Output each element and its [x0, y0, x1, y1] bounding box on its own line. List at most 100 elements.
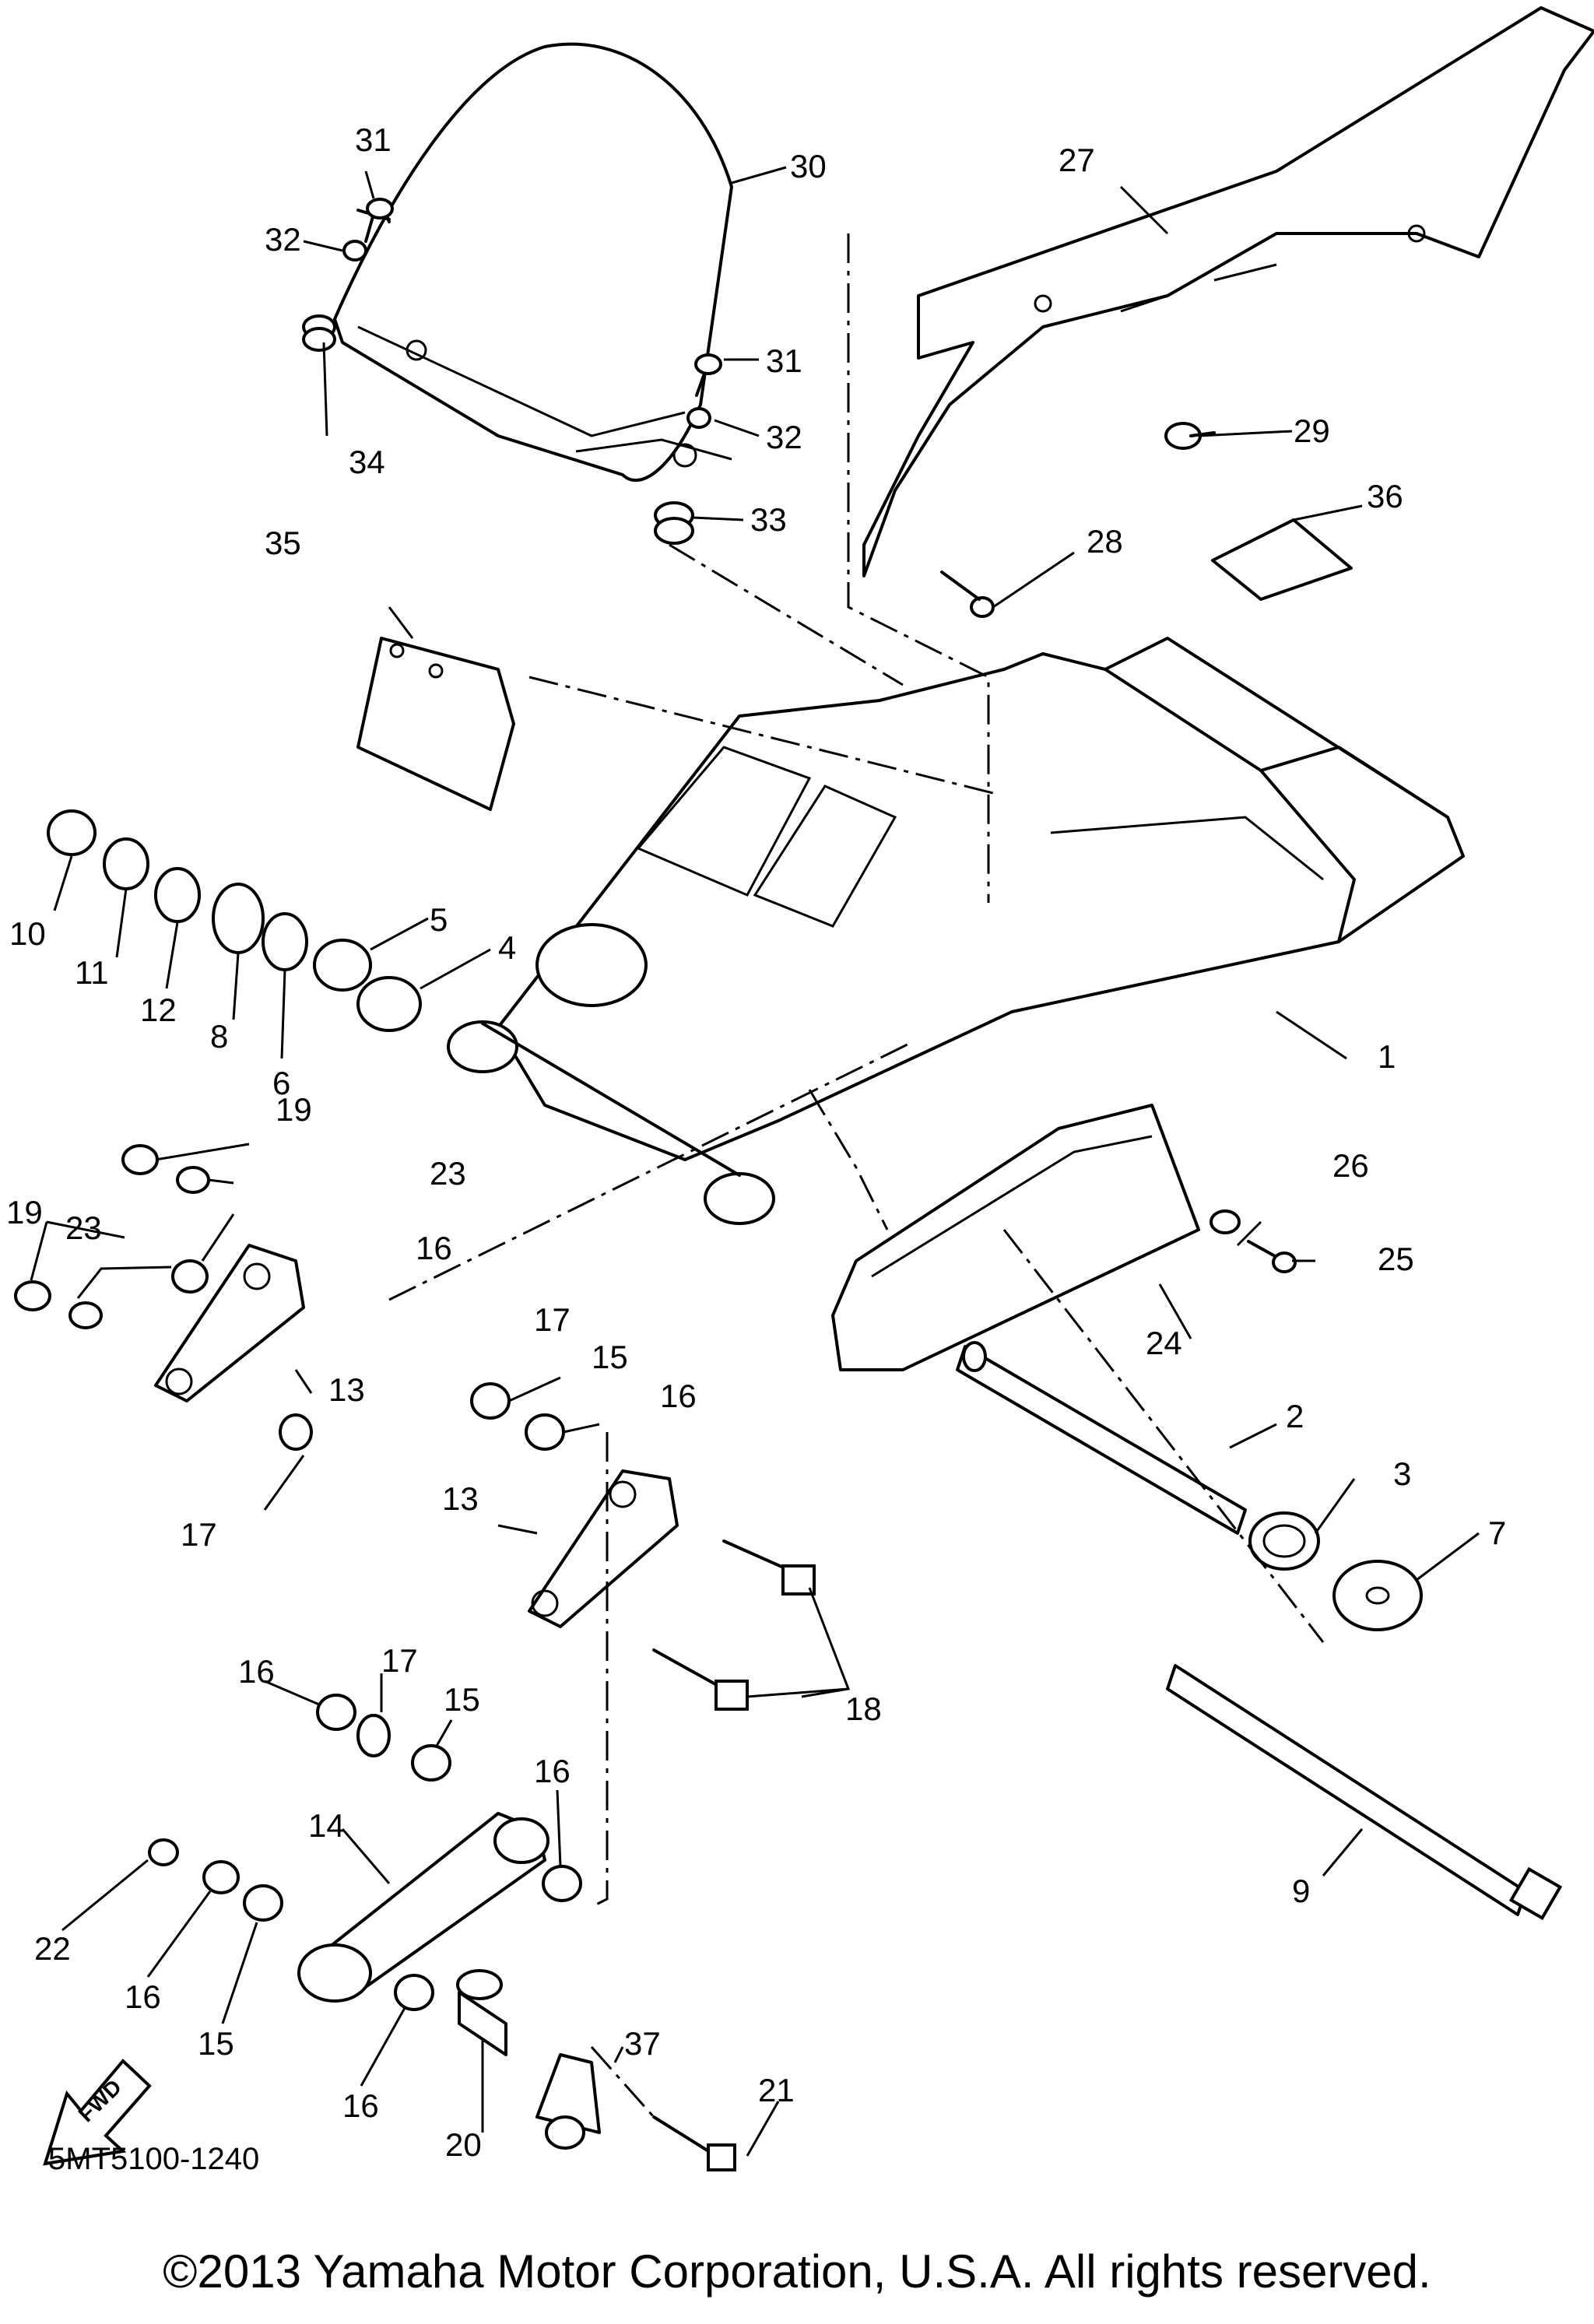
chain-guard-bolt: [1164, 422, 1216, 450]
chain-slider-collar: [1210, 1209, 1241, 1234]
callout-18: 18: [845, 1690, 882, 1727]
callout-37: 37: [624, 2025, 661, 2062]
relay-seal-mid: [525, 1413, 565, 1451]
alignment-lines: [388, 233, 1325, 2118]
rod-collar-lower: [456, 1969, 507, 2056]
chain-slider-screw: [1247, 1240, 1297, 1273]
callout-11: 11: [75, 954, 109, 991]
callout-16: 16: [534, 1753, 571, 1789]
relay-bearing: [470, 1382, 511, 1420]
pivot-bearing: [1248, 1511, 1320, 1571]
chain-slider: [831, 1104, 1200, 1371]
rod-collar-upper: [356, 1714, 391, 1757]
chain-guard: [862, 6, 1594, 577]
fender-screw-upper: [342, 198, 394, 262]
relay-oil-seal: [171, 1259, 209, 1294]
pivot-cap: [1332, 1560, 1423, 1631]
callout-20: 20: [445, 2126, 482, 2163]
rod-bracket: [535, 2053, 601, 2150]
callout-numbers: 31 32 30 34 31 32 33 27 29 28 36 35 10 1…: [6, 121, 1506, 2163]
rod-bearing-upper: [411, 1744, 451, 1782]
pivot-collar: [262, 912, 308, 971]
copyright-notice: ©2013 Yamaha Motor Corporation, U.S.A. A…: [163, 2245, 1431, 2298]
callout-31: 31: [355, 121, 391, 158]
pivot-thrust-washer: [313, 939, 372, 992]
callout-2: 2: [1286, 1398, 1304, 1434]
callout-16: 16: [125, 1978, 161, 2015]
label-plate: [1211, 518, 1353, 601]
rod-seal-upper-left: [316, 1694, 356, 1731]
relay-bolt-upper: [722, 1539, 816, 1596]
callout-13: 13: [442, 1480, 479, 1517]
callout-4: 4: [498, 929, 516, 966]
pivot-shaft: [956, 1341, 1247, 1535]
callout-19: 19: [276, 1091, 312, 1128]
callout-17: 17: [534, 1301, 571, 1338]
rod-seal-lower: [394, 1974, 434, 2011]
rod-bolt: [652, 2115, 736, 2171]
callout-19: 19: [6, 1194, 43, 1230]
relay-arm-nut: [121, 1144, 159, 1175]
callout-17: 17: [181, 1516, 217, 1553]
swingarm: [447, 637, 1465, 1225]
callout-21: 21: [758, 2072, 795, 2108]
callout-1: 1: [1378, 1038, 1396, 1075]
callout-33: 33: [750, 501, 787, 538]
callout-15: 15: [592, 1339, 628, 1375]
callout-15: 15: [198, 2025, 234, 2062]
callout-16: 16: [342, 2087, 379, 2124]
callout-5: 5: [430, 901, 448, 938]
callout-16: 16: [660, 1378, 697, 1414]
callout-34: 34: [349, 444, 385, 480]
fender-grommet: [302, 314, 336, 352]
callout-14: 14: [308, 1807, 345, 1844]
callout-9: 9: [1292, 1873, 1310, 1909]
callout-28: 28: [1087, 523, 1123, 560]
rod-bearing-left: [243, 1884, 283, 1922]
callout-32: 32: [766, 419, 802, 455]
relay-arm-upper: [154, 1244, 305, 1402]
callout-32: 32: [265, 221, 301, 258]
rod-nut: [148, 1838, 179, 1866]
callout-15: 15: [444, 1681, 480, 1718]
fender-screw-lower: [686, 353, 722, 429]
callout-12: 12: [140, 992, 177, 1028]
forward-arrow: FWD: [43, 2059, 152, 2166]
callout-10: 10: [9, 915, 46, 952]
callout-26: 26: [1332, 1147, 1369, 1184]
mud-flap: [356, 637, 515, 811]
pivot-seal: [212, 883, 265, 954]
callout-25: 25: [1378, 1241, 1414, 1277]
rod-seal-right: [542, 1865, 582, 1902]
relay-arm-nut-left: [14, 1280, 51, 1311]
callout-13: 13: [328, 1371, 365, 1408]
pivot-adjuster: [154, 867, 201, 923]
relay-collar: [279, 1413, 313, 1451]
fender-damper: [654, 501, 694, 545]
callout-23: 23: [65, 1209, 102, 1246]
relay-arm-washer-left: [68, 1301, 103, 1329]
relay-arm-washer: [176, 1166, 210, 1194]
callout-23: 23: [430, 1155, 466, 1192]
relay-bolt-lower: [652, 1648, 749, 1711]
pivot-washer: [103, 837, 149, 890]
pivot-axle: [1166, 1664, 1563, 1921]
callout-7: 7: [1488, 1515, 1506, 1551]
rear-fender: [333, 42, 733, 483]
catalog-code: 5MT5100-1240: [48, 2142, 260, 2176]
pivot-needle-bearing: [356, 976, 422, 1032]
relay-arm-lower: [528, 1469, 679, 1628]
callout-24: 24: [1146, 1325, 1182, 1361]
callout-17: 17: [381, 1642, 418, 1679]
callout-3: 3: [1393, 1455, 1411, 1492]
callout-27: 27: [1059, 142, 1095, 178]
callout-29: 29: [1294, 412, 1330, 449]
callout-16: 16: [416, 1230, 452, 1266]
callout-8: 8: [210, 1018, 228, 1055]
callout-31: 31: [766, 342, 802, 379]
callout-16: 16: [238, 1653, 275, 1690]
callout-22: 22: [34, 1930, 71, 1967]
rod-seal-left: [202, 1860, 240, 1894]
callout-35: 35: [265, 525, 301, 561]
